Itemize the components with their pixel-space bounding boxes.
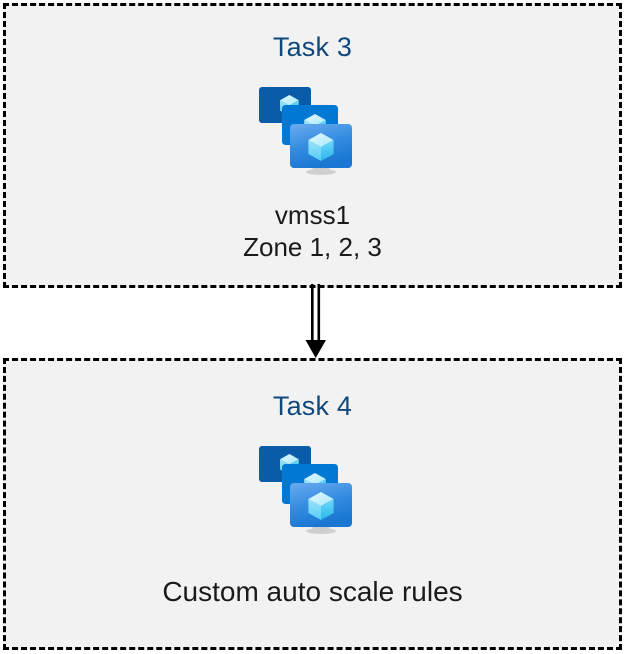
vmss-stacked-monitors-icon <box>257 83 369 186</box>
task-3-caption-line-1: vmss1 <box>274 200 351 230</box>
task-4-captions: Custom auto scale rules <box>162 575 462 609</box>
task-3-captions: vmss1 Zone 1, 2, 3 <box>243 200 382 263</box>
task-box-task-3[interactable]: Task 3 <box>3 3 622 288</box>
task-4-heading: Task 4 <box>272 391 353 421</box>
task-box-task-4[interactable]: Task 4 <box>3 358 622 650</box>
task-3-heading: Task 3 <box>272 32 353 62</box>
task-4-caption-line-1: Custom auto scale rules <box>162 576 463 607</box>
task-3-caption-line-2: Zone 1, 2, 3 <box>243 231 382 262</box>
vmss-stacked-monitors-icon <box>257 442 369 545</box>
double-line-down-arrow <box>298 284 340 362</box>
